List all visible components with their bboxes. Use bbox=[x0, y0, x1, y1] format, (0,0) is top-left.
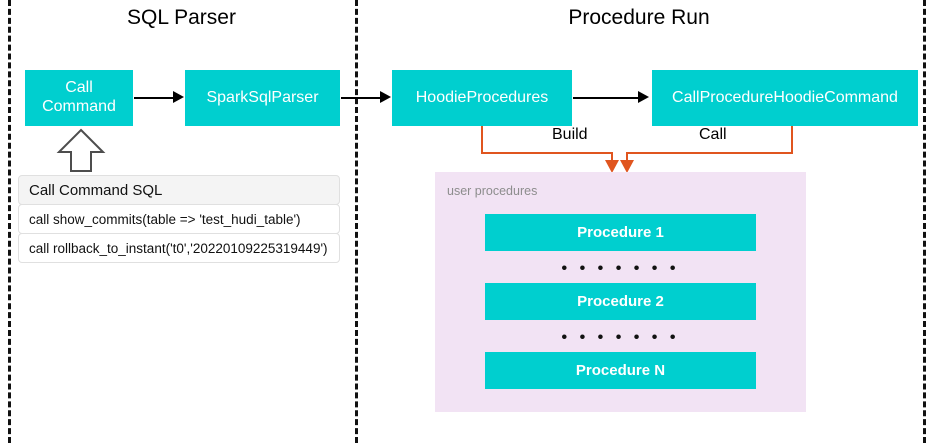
node-call-command[interactable]: Call Command bbox=[25, 70, 133, 126]
sql-table-header: Call Command SQL bbox=[18, 175, 340, 205]
arrow-callcommand-to-sparksqlparser-line bbox=[134, 97, 174, 99]
node-call-command-line1: Call bbox=[65, 79, 93, 97]
procedure-box-1[interactable]: Procedure 1 bbox=[485, 214, 756, 251]
arrow-hoodieprocedures-to-callprocedure-line bbox=[573, 97, 639, 99]
connector-call-horizontal bbox=[626, 152, 793, 154]
procedure-ellipsis-2: • • • • • • • bbox=[561, 329, 680, 346]
procedure-ellipsis-1: • • • • • • • bbox=[561, 260, 680, 277]
connector-call-vertical-end bbox=[626, 152, 628, 164]
connector-call-arrowhead bbox=[620, 160, 634, 173]
sql-table-row[interactable]: call rollback_to_instant('t0','202201092… bbox=[18, 233, 340, 263]
node-spark-sql-parser[interactable]: SparkSqlParser bbox=[185, 70, 340, 126]
sql-table-row[interactable]: call show_commits(table => 'test_hudi_ta… bbox=[18, 204, 340, 234]
section-title-sql-parser: SQL Parser bbox=[127, 6, 236, 29]
connector-build-vertical-start bbox=[481, 126, 483, 153]
section-title-procedure-run: Procedure Run bbox=[568, 6, 710, 29]
procedure-box-n[interactable]: Procedure N bbox=[485, 352, 756, 389]
call-command-sql-table: Call Command SQL call show_commits(table… bbox=[18, 175, 340, 264]
divider-left bbox=[8, 0, 11, 443]
node-call-command-line2: Command bbox=[42, 98, 116, 115]
arrow-sparksqlparser-to-hoodieprocedures-head bbox=[380, 91, 391, 103]
arrow-callcommand-to-sparksqlparser-head bbox=[173, 91, 184, 103]
up-arrow-icon bbox=[55, 128, 107, 173]
divider-middle bbox=[355, 0, 358, 443]
divider-right bbox=[923, 0, 926, 443]
connector-build-arrowhead bbox=[605, 160, 619, 173]
connector-build-horizontal bbox=[481, 152, 613, 154]
connector-call-vertical-start bbox=[791, 126, 793, 153]
connector-label-build: Build bbox=[547, 126, 593, 144]
arrow-sparksqlparser-to-hoodieprocedures-line bbox=[341, 97, 381, 99]
node-hoodie-procedures[interactable]: HoodieProcedures bbox=[392, 70, 572, 126]
node-call-procedure-hoodie-command[interactable]: CallProcedureHoodieCommand bbox=[652, 70, 918, 126]
procedure-box-2[interactable]: Procedure 2 bbox=[485, 283, 756, 320]
connector-build-vertical-end bbox=[611, 152, 613, 164]
user-procedures-label: user procedures bbox=[447, 184, 538, 198]
connector-label-call: Call bbox=[694, 126, 732, 144]
arrow-hoodieprocedures-to-callprocedure-head bbox=[638, 91, 649, 103]
